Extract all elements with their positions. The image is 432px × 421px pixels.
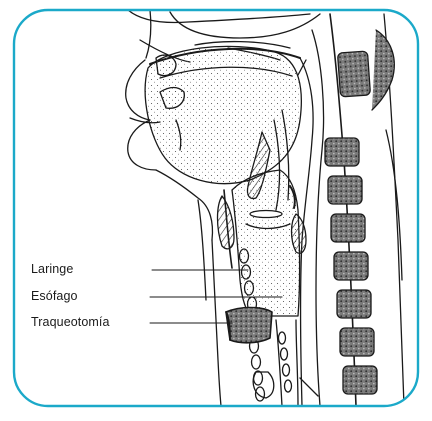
pharyngeal-wall xyxy=(298,30,324,406)
cervical-spine xyxy=(325,14,404,406)
larynx xyxy=(224,170,300,316)
label-larynx: Laringe xyxy=(31,262,73,276)
label-esophagus: Esófago xyxy=(31,289,78,303)
esophagus xyxy=(276,320,298,406)
label-tracheotomy: Traqueotomía xyxy=(31,315,110,329)
tracheotomy-tube xyxy=(226,308,272,343)
anterior-neck xyxy=(198,200,221,406)
